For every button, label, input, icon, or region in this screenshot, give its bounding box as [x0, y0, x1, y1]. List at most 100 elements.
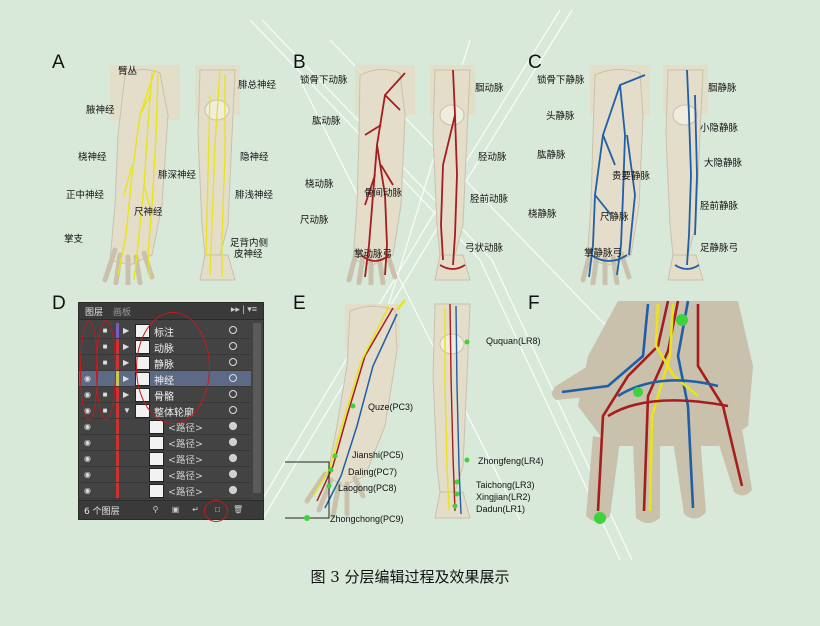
label-radial-vein: 桡静脉: [528, 209, 557, 220]
target-circle-icon[interactable]: [229, 374, 237, 382]
label-cephalic-vein: 头静脉: [546, 111, 575, 122]
sublayer-row[interactable]: ◉ <路径>: [79, 435, 251, 451]
path-thumbnail: [149, 484, 164, 498]
label-great-saphenous-vein: 大隐静脉: [704, 158, 743, 169]
expand-triangle-icon[interactable]: ▶: [123, 326, 130, 335]
panel-d-letter: D: [52, 293, 66, 314]
layer-color-bar: [116, 371, 119, 386]
layer-color-bar: [116, 387, 119, 402]
label-superficial-peroneal-nerve: 腓浅神经: [235, 190, 274, 201]
label-dorsal-venous-arch: 足静脉弓: [700, 243, 739, 254]
sublayer-row[interactable]: ◉ <路径>: [79, 451, 251, 467]
target-circle-icon[interactable]: [229, 390, 237, 398]
label-basilic-vein: 贵要静脉: [612, 171, 651, 182]
expand-triangle-icon[interactable]: ▶: [123, 374, 130, 383]
label-small-saphenous-vein: 小隐静脉: [700, 123, 739, 134]
target-circle-icon[interactable]: [229, 342, 237, 350]
new-sublayer-icon[interactable]: ↵: [192, 505, 199, 514]
label-popliteal-artery: 腘动脉: [475, 83, 504, 94]
path-thumbnail: [149, 436, 164, 450]
label-palmar-arch: 掌动脉弓: [354, 249, 393, 260]
path-thumbnail: [149, 420, 164, 434]
label-median-nerve: 正中神经: [66, 190, 105, 201]
tab-layers[interactable]: 图层: [85, 308, 104, 318]
panel-f-hand-closeup: [552, 300, 753, 524]
target-circle-icon[interactable]: [229, 358, 237, 366]
tab-artboards[interactable]: 画板: [113, 308, 132, 318]
panel-a-letter: A: [52, 52, 65, 73]
label-common-peroneal-nerve: 腓总神经: [238, 80, 277, 91]
highlight-new-layer-button: [204, 500, 228, 522]
target-circle-icon[interactable]: [229, 486, 237, 494]
label-xingjian-lr2: Xingjian(LR2): [476, 492, 531, 502]
label-subclavian-artery: 锁骨下动脉: [300, 75, 348, 86]
label-arcuate-artery: 弓状动脉: [465, 243, 504, 254]
sublayer-name: <路径>: [168, 471, 203, 482]
layers-panel-footer: 6 个图层 ⚲ ▣ ↵ □ 🗑: [79, 500, 263, 519]
target-circle-icon[interactable]: [229, 454, 237, 462]
layer-color-bar: [116, 419, 119, 434]
eye-icon[interactable]: ◉: [84, 486, 91, 495]
panel-menu-icon[interactable]: ▸▸ | ▾≡: [230, 304, 257, 314]
highlight-lock-column: [96, 320, 116, 420]
highlight-layer-names: [136, 312, 210, 424]
label-zhongchong-pc9: Zhongchong(PC9): [330, 514, 404, 524]
eye-icon[interactable]: ◉: [84, 470, 91, 479]
label-tibial-artery: 胫动脉: [478, 152, 507, 163]
layer-color-bar: [116, 467, 119, 482]
expand-triangle-icon[interactable]: ▶: [123, 342, 130, 351]
panel-b-letter: B: [293, 52, 306, 73]
target-circle-icon[interactable]: [229, 422, 237, 430]
delete-layer-icon[interactable]: 🗑: [233, 505, 244, 514]
sublayer-row[interactable]: ◉ <路径>: [79, 467, 251, 483]
label-palmar-branch: 掌支: [64, 234, 84, 245]
label-popliteal-vein: 腘静脉: [708, 83, 737, 94]
label-subclavian-vein: 锁骨下静脉: [537, 75, 585, 86]
label-cutaneous-nerve: 皮神经: [234, 249, 263, 260]
layer-count: 6 个图层: [84, 507, 120, 517]
collapse-triangle-icon[interactable]: ▼: [123, 406, 131, 415]
sublayer-name: <路径>: [168, 455, 203, 466]
eye-icon[interactable]: ◉: [84, 454, 91, 463]
label-radial-nerve: 桡神经: [78, 152, 107, 163]
label-radial-artery: 桡动脉: [305, 179, 334, 190]
label-brachial-vein: 肱静脉: [537, 150, 566, 161]
label-palmar-venous-arch: 掌静脉弓: [584, 248, 623, 259]
target-circle-icon[interactable]: [229, 438, 237, 446]
label-ulnar-nerve: 尺神经: [134, 207, 163, 218]
layer-color-bar: [116, 355, 119, 370]
eye-icon[interactable]: ◉: [84, 438, 91, 447]
target-circle-icon[interactable]: [229, 326, 237, 334]
panel-e-letter: E: [293, 293, 306, 314]
target-circle-icon[interactable]: [229, 406, 237, 414]
panel-c-letter: C: [528, 52, 542, 73]
target-circle-icon[interactable]: [229, 470, 237, 478]
label-axillary-nerve: 腋神经: [86, 105, 115, 116]
eye-icon[interactable]: ◉: [84, 422, 91, 431]
layer-color-bar: [116, 323, 119, 338]
label-jianshi-pc5: Jianshi(PC5): [352, 450, 404, 460]
label-deep-peroneal-nerve: 腓深神经: [158, 170, 197, 181]
panel-b-illustration: [346, 65, 475, 285]
expand-triangle-icon[interactable]: ▶: [123, 358, 130, 367]
label-anterior-tibial-vein: 胫前静脉: [700, 201, 739, 212]
layers-scrollbar[interactable]: [253, 323, 261, 493]
clipping-mask-icon[interactable]: ▣: [171, 505, 180, 514]
layer-color-bar: [116, 339, 119, 354]
label-zhongfeng-lr4: Zhongfeng(LR4): [478, 456, 544, 466]
sublayer-row[interactable]: ◉ <路径>: [79, 483, 251, 499]
label-interosseous-artery: 骨间动脉: [364, 188, 403, 199]
locate-object-icon[interactable]: ⚲: [152, 505, 159, 514]
label-saphenous-nerve: 隐神经: [240, 152, 269, 163]
label-brachial-artery: 肱动脉: [312, 116, 341, 127]
layer-color-bar: [116, 451, 119, 466]
label-dadun-lr1: Dadun(LR1): [476, 504, 526, 514]
label-quze-pc3: Quze(PC3): [368, 402, 414, 412]
expand-triangle-icon[interactable]: ▶: [123, 390, 130, 399]
panel-e-illustration: [285, 299, 471, 521]
sublayer-name: <路径>: [168, 423, 203, 434]
label-anterior-tibial-artery: 胫前动脉: [470, 194, 509, 205]
sublayer-row[interactable]: ◉ <路径>: [79, 419, 251, 435]
panel-a-illustration: [102, 65, 240, 285]
figure-caption: 图 3 分层编辑过程及效果展示: [310, 568, 510, 586]
